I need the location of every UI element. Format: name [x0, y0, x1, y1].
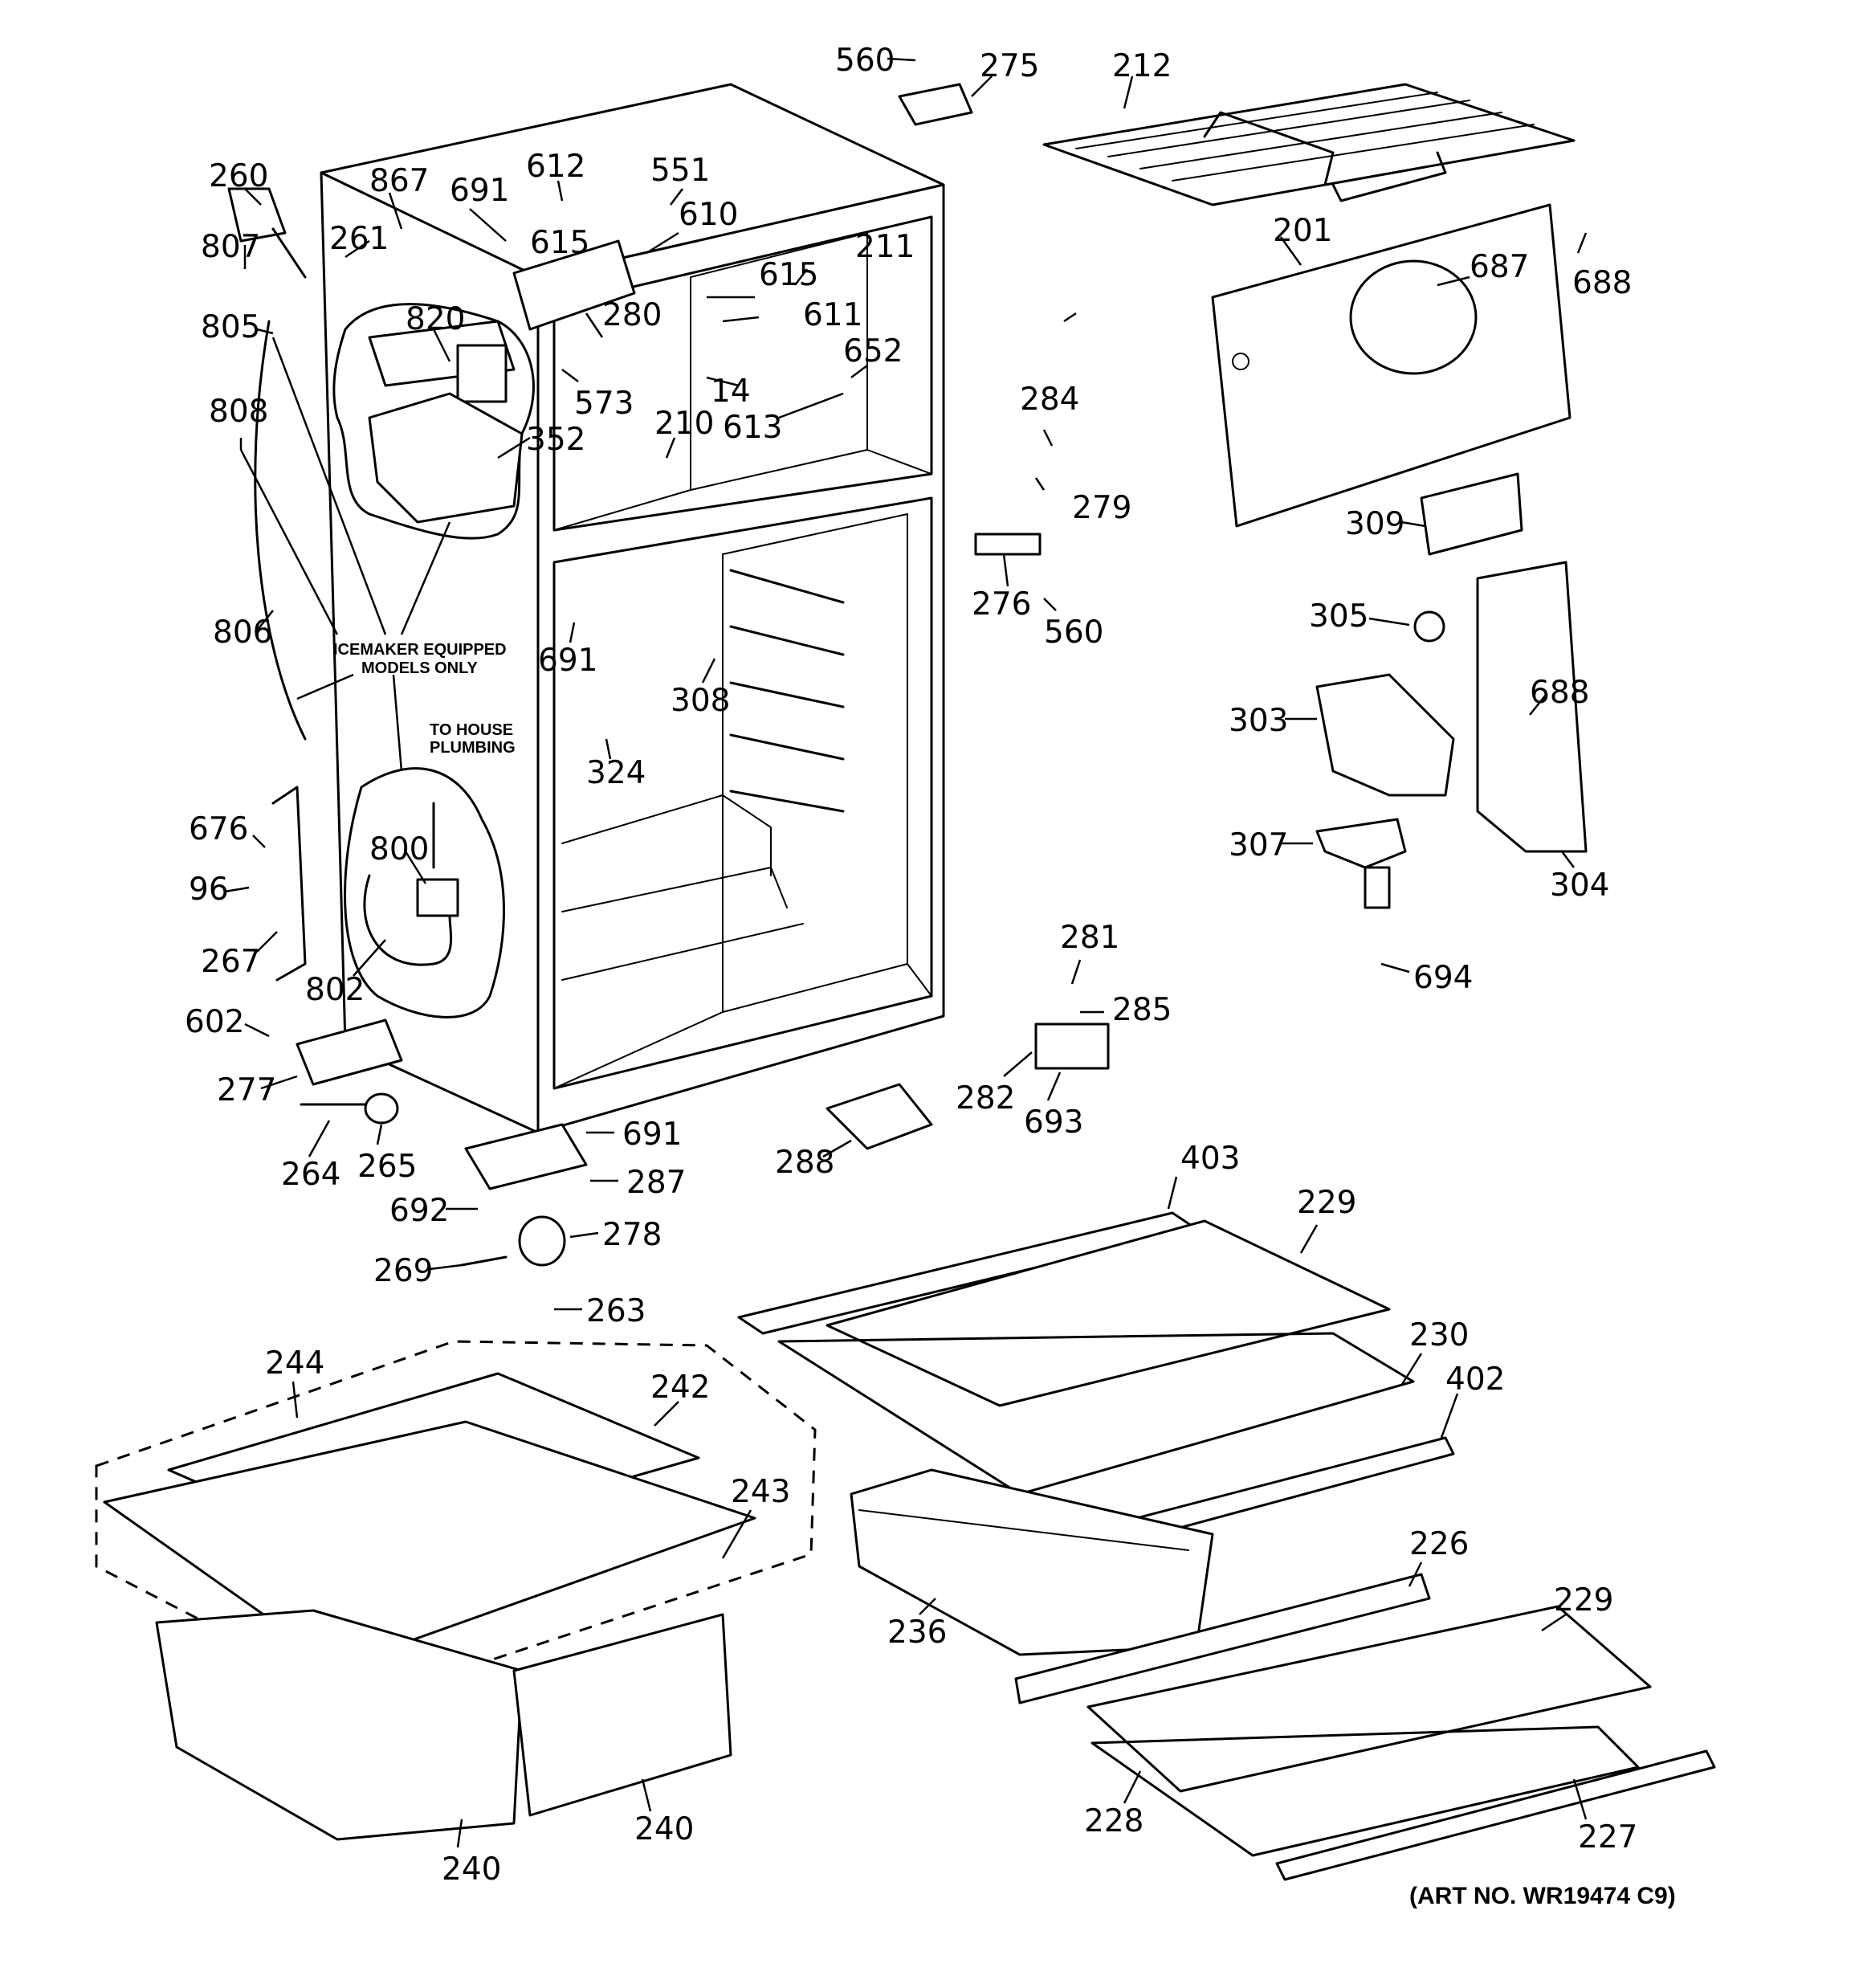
callout-688-mid: 688	[1530, 675, 1589, 711]
callout-802: 802	[305, 972, 365, 1008]
callout-211: 211	[855, 229, 915, 265]
callout-287: 287	[626, 1165, 686, 1201]
callout-805: 805	[201, 309, 260, 345]
callout-610: 610	[679, 197, 738, 233]
callout-694: 694	[1413, 960, 1473, 996]
callout-807: 807	[201, 229, 260, 265]
callout-612: 612	[526, 149, 585, 185]
callout-820: 820	[406, 301, 465, 337]
icemaker-cutaway	[332, 303, 535, 540]
callout-263: 263	[586, 1293, 646, 1329]
note-plumbing-line2: PLUMBING	[430, 739, 516, 757]
callout-269: 269	[373, 1253, 433, 1289]
callout-236: 236	[887, 1614, 947, 1651]
callout-281: 281	[1060, 920, 1119, 956]
crisper-assembly-left	[95, 1340, 817, 1841]
callout-303: 303	[1229, 703, 1288, 739]
callout-285: 285	[1112, 992, 1172, 1028]
callout-309: 309	[1345, 506, 1404, 542]
callout-229-top: 229	[1297, 1185, 1356, 1221]
callout-307: 307	[1229, 827, 1288, 863]
callout-305: 305	[1309, 598, 1368, 635]
callout-308: 308	[671, 683, 730, 719]
callout-278: 278	[602, 1217, 662, 1253]
callout-352: 352	[526, 422, 585, 458]
plumbing-note: TO HOUSE PLUMBING	[430, 721, 516, 757]
wire-shelf	[1042, 83, 1576, 206]
hardware-parts	[227, 83, 1110, 1267]
callout-227: 227	[1578, 1819, 1637, 1855]
callout-560-top: 560	[835, 43, 895, 79]
callout-613: 613	[723, 410, 782, 446]
callout-265: 265	[357, 1149, 417, 1185]
callout-212: 212	[1112, 48, 1172, 84]
freezer-back-panel	[1211, 203, 1572, 528]
dispenser-assembly	[1315, 561, 1588, 909]
callout-615-a: 615	[530, 225, 589, 261]
callout-240-left: 240	[442, 1851, 501, 1888]
callout-96: 96	[189, 872, 229, 908]
callout-267: 267	[201, 944, 260, 980]
glass-shelf-lower	[1014, 1573, 1716, 1881]
callout-652: 652	[843, 333, 903, 369]
callout-276: 276	[972, 586, 1031, 623]
callout-691-top: 691	[450, 173, 509, 209]
callout-264: 264	[281, 1157, 340, 1193]
callout-560-mid: 560	[1044, 614, 1103, 651]
callout-324: 324	[586, 755, 646, 791]
callout-867: 867	[369, 163, 429, 199]
callout-615-b: 615	[759, 257, 818, 293]
callout-693: 693	[1024, 1104, 1083, 1141]
callout-687: 687	[1470, 249, 1529, 285]
callout-275: 275	[980, 48, 1039, 84]
art-number: (ART NO. WR19474 C9)	[1409, 1883, 1676, 1909]
note-icemaker-line2: MODELS ONLY	[361, 659, 478, 677]
callout-676: 676	[189, 811, 248, 847]
callout-692: 692	[389, 1193, 449, 1229]
callout-279: 279	[1072, 490, 1131, 526]
callout-230: 230	[1409, 1317, 1469, 1353]
callout-304: 304	[1550, 867, 1609, 904]
callout-244: 244	[265, 1345, 324, 1382]
callout-551: 551	[650, 153, 710, 189]
label-card	[1420, 472, 1523, 556]
callout-691-mid: 691	[538, 643, 597, 679]
callout-243: 243	[731, 1474, 790, 1510]
callout-261: 261	[329, 221, 389, 257]
note-plumbing-line1: TO HOUSE	[430, 721, 513, 739]
callout-210: 210	[654, 406, 714, 442]
callout-labels: 560 275 212 260 867 612 551 691 610 807 …	[185, 43, 1637, 1888]
callout-602: 602	[185, 1004, 244, 1040]
callout-573: 573	[574, 386, 634, 422]
callout-688-top: 688	[1572, 265, 1632, 301]
callout-806: 806	[213, 614, 272, 651]
callout-242: 242	[650, 1370, 710, 1406]
callout-229-bot: 229	[1554, 1582, 1613, 1619]
callout-611: 611	[803, 297, 862, 333]
callout-228: 228	[1084, 1803, 1143, 1839]
icemaker-note: ICEMAKER EQUIPPED MODELS ONLY	[333, 641, 507, 677]
callout-284: 284	[1020, 382, 1079, 418]
callout-277: 277	[217, 1072, 276, 1108]
callout-403: 403	[1180, 1141, 1240, 1177]
callout-691-bot: 691	[622, 1116, 682, 1153]
plumbing-cutaway	[344, 767, 505, 1018]
callout-288: 288	[775, 1145, 834, 1181]
callout-808: 808	[209, 394, 268, 430]
callout-402: 402	[1445, 1361, 1505, 1398]
note-icemaker-line1: ICEMAKER EQUIPPED	[333, 641, 507, 659]
callout-282: 282	[956, 1080, 1015, 1116]
callout-leaders	[224, 57, 1588, 1848]
callout-226: 226	[1409, 1526, 1469, 1562]
callout-240-right: 240	[634, 1811, 694, 1847]
callout-201: 201	[1273, 213, 1332, 249]
callout-800: 800	[369, 831, 429, 867]
callout-280: 280	[602, 297, 662, 333]
callout-260: 260	[209, 158, 268, 194]
callout-14: 14	[711, 374, 751, 410]
